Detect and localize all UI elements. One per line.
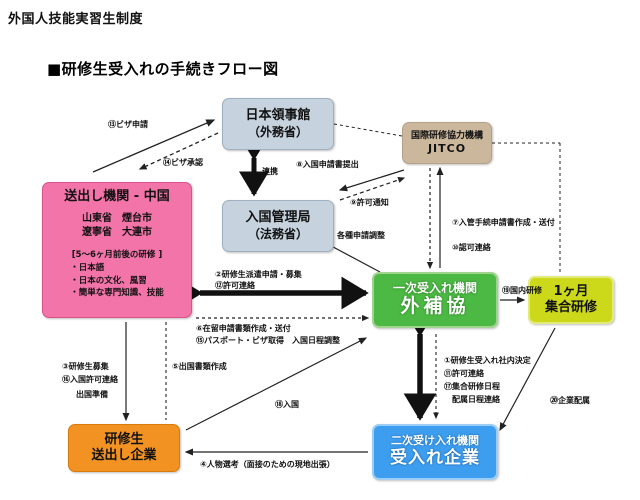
label-company-assignment: ⑳企業配属	[550, 396, 590, 405]
label-entry-permit-contact: ⑯入国許可連絡	[62, 375, 118, 384]
node-sending-organization[interactable]: 送出し機関 - 中国 山東省 煙台市 遼寧省 大連市 [5～6ヶ月前後の研修 ]…	[42, 182, 192, 318]
node-japanese-consulate[interactable]: 日本領事館 （外務省）	[222, 98, 334, 150]
node-secondary-receiving-company[interactable]: 二次受け入れ機関 受入れ企業	[372, 424, 498, 480]
label-visa-approve: ⑭ビザ承認	[163, 158, 203, 167]
node-sending-bullet2: ・日本の文化、風習	[70, 275, 147, 286]
node-jitco-line1: 国際研修協力機構	[410, 130, 483, 141]
page-title: 外国人技能実習生制度	[8, 12, 144, 27]
node-dispatch-company[interactable]: 研修生 送出し企業	[68, 424, 180, 472]
node-sending-title: 送出し機関 - 中国	[64, 189, 170, 204]
label-permit-notice: ⑨許可通知	[350, 198, 389, 207]
label-immigration-docs: ⑦入管手続申請書作成・送付	[452, 218, 555, 227]
label-departure-docs: ⑤出国書類作成	[172, 362, 227, 371]
label-assignment-schedule: 配属日程連絡	[452, 395, 500, 404]
node-immigration-bureau[interactable]: 入国管理局 （法務省）	[222, 200, 334, 252]
label-various-adjustments: 各種申請調整	[337, 231, 385, 240]
flow-chart-title: ■研修生受入れの手続きフロー図	[47, 60, 279, 78]
node-jitco[interactable]: 国際研修協力機構 JITCO	[402, 122, 492, 164]
label-visa-apply: ⑬ビザ申請	[108, 120, 148, 129]
node-immigration-line2: （法務省）	[247, 226, 308, 241]
label-internal-decision: ①研修生受入れ社内決定	[444, 356, 531, 365]
node-consulate-line2: （外務省）	[247, 124, 308, 139]
node-primary-receiving-organization[interactable]: 一次受入れ機関 外補協	[372, 272, 498, 328]
node-primary-line2: 外補協	[400, 295, 470, 318]
node-consulate-line1: 日本領事館	[245, 107, 311, 123]
label-person-selection: ④人物選考（面接のための現地出張）	[200, 460, 335, 469]
label-entry-japan: ⑱入国	[275, 400, 299, 409]
label-permit-contact-12: ⑫許可連絡	[215, 281, 255, 290]
label-approval-notice: ⑩認可連絡	[452, 243, 491, 252]
node-secondary-line1: 二次受け入れ機関	[391, 434, 479, 448]
node-secondary-line2: 受入れ企業	[390, 448, 480, 469]
node-sending-city1: 山東省 煙台市	[82, 212, 152, 224]
node-training-line1: 1ヶ月	[553, 283, 589, 299]
node-training-line2: 集合研修	[544, 299, 597, 315]
node-dispatch-line2: 送出し企業	[91, 447, 157, 463]
label-entry-application: ⑧入国申請書提出	[296, 160, 359, 169]
node-jitco-line2: JITCO	[427, 141, 467, 155]
node-dispatch-line1: 研修生	[104, 431, 144, 447]
node-sending-bracket: [5～6ヶ月前後の研修 ]	[71, 249, 163, 260]
node-group-training[interactable]: 1ヶ月 集合研修	[528, 276, 614, 324]
node-primary-line1: 一次受入れ機関	[392, 280, 477, 295]
label-passport-visa: ⑮パスポート・ビザ取得 入国日程調整	[196, 336, 340, 345]
node-sending-city2: 遼寧省 大連市	[82, 227, 152, 239]
label-departure-prep: 出国準備	[76, 390, 108, 399]
label-cooperation: 連携	[262, 167, 278, 176]
node-sending-bullet1: ・日本語	[70, 262, 105, 273]
label-trainee-dispatch-apply: ②研修生派遣申請・募集	[215, 270, 302, 279]
label-permit-contact-11: ⑪許可連絡	[444, 369, 484, 378]
label-group-training-schedule: ⑰集合研修日程	[444, 382, 500, 391]
label-domestic-training: ⑲国内研修	[502, 286, 542, 295]
node-sending-bullet3: ・簡単な専門知識、技能	[70, 288, 164, 299]
label-trainee-recruit: ③研修生募集	[62, 362, 109, 371]
label-residence-docs: ⑥在留申請書類作成・送付	[196, 324, 291, 333]
node-immigration-line1: 入国管理局	[245, 209, 311, 225]
